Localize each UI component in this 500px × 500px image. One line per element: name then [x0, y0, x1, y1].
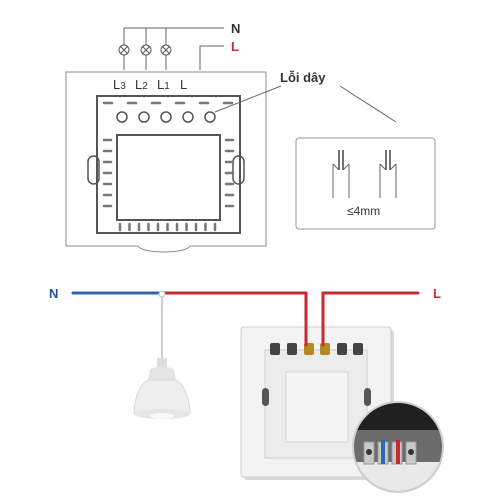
top-live-label: L [231, 39, 239, 54]
terminal-screw [204, 111, 216, 123]
switch-inner-frame [116, 134, 221, 221]
detail-box [295, 137, 436, 230]
terminal-label-l: L [180, 77, 187, 92]
wire-hole-callout: Lỗi dây [214, 70, 397, 123]
lamp-symbols [118, 44, 172, 56]
callout-zoom-line [339, 85, 397, 123]
switch-mount-slot-left [262, 388, 269, 406]
stripped-wire-left [332, 150, 350, 198]
lamp-symbol-icon [140, 44, 152, 56]
switch-mount-slot-right [364, 388, 371, 406]
terminal-label-l2: L2 [135, 77, 148, 92]
switch-back-inner [285, 371, 349, 443]
strip-length-detail: ≤4mm [295, 137, 436, 230]
stripped-wire-right [379, 150, 397, 198]
bottom-neutral-label: N [49, 286, 58, 301]
lamp-symbol-icon [118, 44, 130, 56]
wire-junction [158, 290, 166, 298]
terminal-sub-2: 2 [142, 81, 148, 92]
terminal-sub-1: 1 [164, 81, 170, 92]
terminal-zoom-inset [352, 401, 444, 493]
bottom-wiring [71, 291, 420, 361]
switch-module-body [96, 95, 241, 234]
supply-live-wire [321, 291, 420, 347]
bottom-live-label: L [433, 286, 441, 301]
callout-pointer [214, 85, 282, 113]
vent-notches [102, 101, 235, 232]
lamp-live-wire [160, 291, 308, 347]
lamp-bulb-icon [150, 413, 174, 419]
mounting-slot-left [87, 155, 100, 185]
top-neutral-label: N [231, 21, 240, 36]
switch-back-view [65, 71, 267, 253]
terminal-screw [182, 111, 194, 123]
switch-plate-outline [65, 71, 267, 253]
lamp-icon [133, 358, 191, 419]
terminal-labels: L3 L2 L1 L [113, 77, 187, 92]
live-feed-line [199, 45, 224, 70]
mounting-slot-right [232, 155, 245, 185]
lamp-symbol-icon [160, 44, 172, 56]
strip-length-label: ≤4mm [347, 204, 380, 218]
top-wiring [123, 27, 224, 70]
terminal-label-l3: L3 [113, 77, 126, 92]
callout-label: Lỗi dây [280, 70, 326, 85]
terminal-screw [116, 111, 128, 123]
terminal-screw-row [116, 111, 216, 123]
terminal-label-l1: L1 [157, 77, 170, 92]
terminal-screw [160, 111, 172, 123]
terminal-screw [138, 111, 150, 123]
terminal-sub-3: 3 [120, 81, 126, 92]
